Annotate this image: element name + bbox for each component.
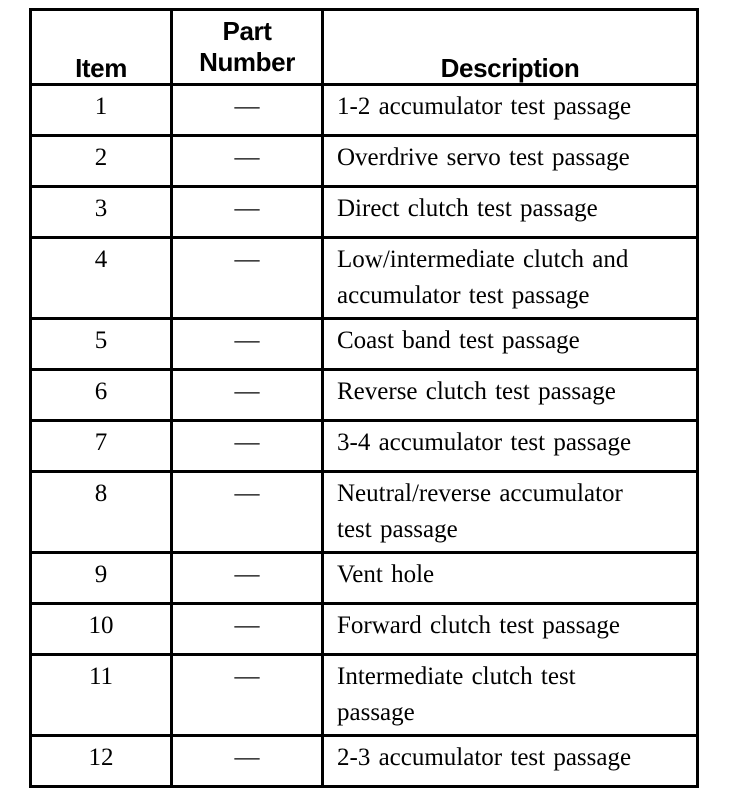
column-header-item: Item (29, 8, 173, 86)
cell-part-number: — (170, 602, 324, 656)
cell-item: 7 (29, 419, 173, 473)
cell-description: 3-4 accumulator test passage (321, 419, 699, 473)
table-row: 4 — Low/intermediate clutch and accumula… (29, 236, 699, 320)
cell-item: 10 (29, 602, 173, 656)
cell-part-number: — (170, 236, 324, 320)
description-line: Forward clutch test passage (337, 612, 621, 639)
table-row: 5 — Coast band test passage (29, 317, 699, 371)
parts-table: Item Part Number Description 1 — 1-2 acc… (29, 8, 699, 788)
description-line: Direct clutch test passage (337, 195, 598, 222)
cell-description: 1-2 accumulator test passage (321, 83, 699, 137)
cell-description: Forward clutch test passage (321, 602, 699, 656)
cell-item: 3 (29, 185, 173, 239)
cell-part-number: — (170, 134, 324, 188)
table-row: 7 — 3-4 accumulator test passage (29, 419, 699, 473)
cell-item: 6 (29, 368, 173, 422)
cell-description: Vent hole (321, 551, 699, 605)
cell-item: 9 (29, 551, 173, 605)
cell-description: Coast band test passage (321, 317, 699, 371)
table-row: 6 — Reverse clutch test passage (29, 368, 699, 422)
column-header-part-number: Part Number (170, 8, 324, 86)
cell-item: 2 (29, 134, 173, 188)
header-row: Item Part Number Description (29, 8, 699, 86)
cell-description: Intermediate clutch test passage (321, 653, 699, 737)
cell-part-number: — (170, 317, 324, 371)
cell-part-number: — (170, 734, 324, 788)
table-row: 1 — 1-2 accumulator test passage (29, 83, 699, 137)
table-row: 9 — Vent hole (29, 551, 699, 605)
cell-description: Reverse clutch test passage (321, 368, 699, 422)
cell-item: 4 (29, 236, 173, 320)
description-line: Overdrive servo test passage (337, 144, 630, 171)
page-root: Item Part Number Description 1 — 1-2 acc… (29, 8, 699, 788)
description-line: Low/intermediate clutch and (337, 246, 629, 273)
table-row: 3 — Direct clutch test passage (29, 185, 699, 239)
cell-part-number: — (170, 83, 324, 137)
description-line: Reverse clutch test passage (337, 378, 616, 405)
cell-item: 5 (29, 317, 173, 371)
cell-part-number: — (170, 419, 324, 473)
cell-part-number: — (170, 470, 324, 554)
description-line: 3-4 accumulator test passage (337, 429, 632, 456)
table-body: 1 — 1-2 accumulator test passage 2 — Ove… (29, 83, 699, 788)
table-row: 10 — Forward clutch test passage (29, 602, 699, 656)
table-header: Item Part Number Description (29, 8, 699, 86)
table-row: 8 — Neutral/reverse accumulator test pas… (29, 470, 699, 554)
description-line: 1-2 accumulator test passage (337, 93, 632, 120)
cell-part-number: — (170, 368, 324, 422)
column-header-description: Description (321, 8, 699, 86)
description-line: passage (337, 699, 415, 726)
cell-description: 2-3 accumulator test passage (321, 734, 699, 788)
cell-part-number: — (170, 653, 324, 737)
cell-description: Low/intermediate clutch and accumulator … (321, 236, 699, 320)
cell-item: 12 (29, 734, 173, 788)
cell-description: Neutral/reverse accumulator test passage (321, 470, 699, 554)
description-line: 2-3 accumulator test passage (337, 744, 632, 771)
cell-item: 1 (29, 83, 173, 137)
description-line: Neutral/reverse accumulator (337, 480, 623, 507)
column-header-part-number-line2: Number (199, 47, 295, 77)
cell-description: Overdrive servo test passage (321, 134, 699, 188)
cell-part-number: — (170, 551, 324, 605)
cell-description: Direct clutch test passage (321, 185, 699, 239)
description-line: test passage (337, 516, 458, 543)
cell-item: 11 (29, 653, 173, 737)
description-line: Intermediate clutch test (337, 663, 576, 690)
table-row: 2 — Overdrive servo test passage (29, 134, 699, 188)
description-line: accumulator test passage (337, 282, 590, 309)
column-header-part-number-line1: Part (222, 16, 272, 46)
cell-item: 8 (29, 470, 173, 554)
cell-part-number: — (170, 185, 324, 239)
description-line: Vent hole (337, 561, 435, 588)
table-row: 11 — Intermediate clutch test passage (29, 653, 699, 737)
table-row: 12 — 2-3 accumulator test passage (29, 734, 699, 788)
description-line: Coast band test passage (337, 327, 580, 354)
